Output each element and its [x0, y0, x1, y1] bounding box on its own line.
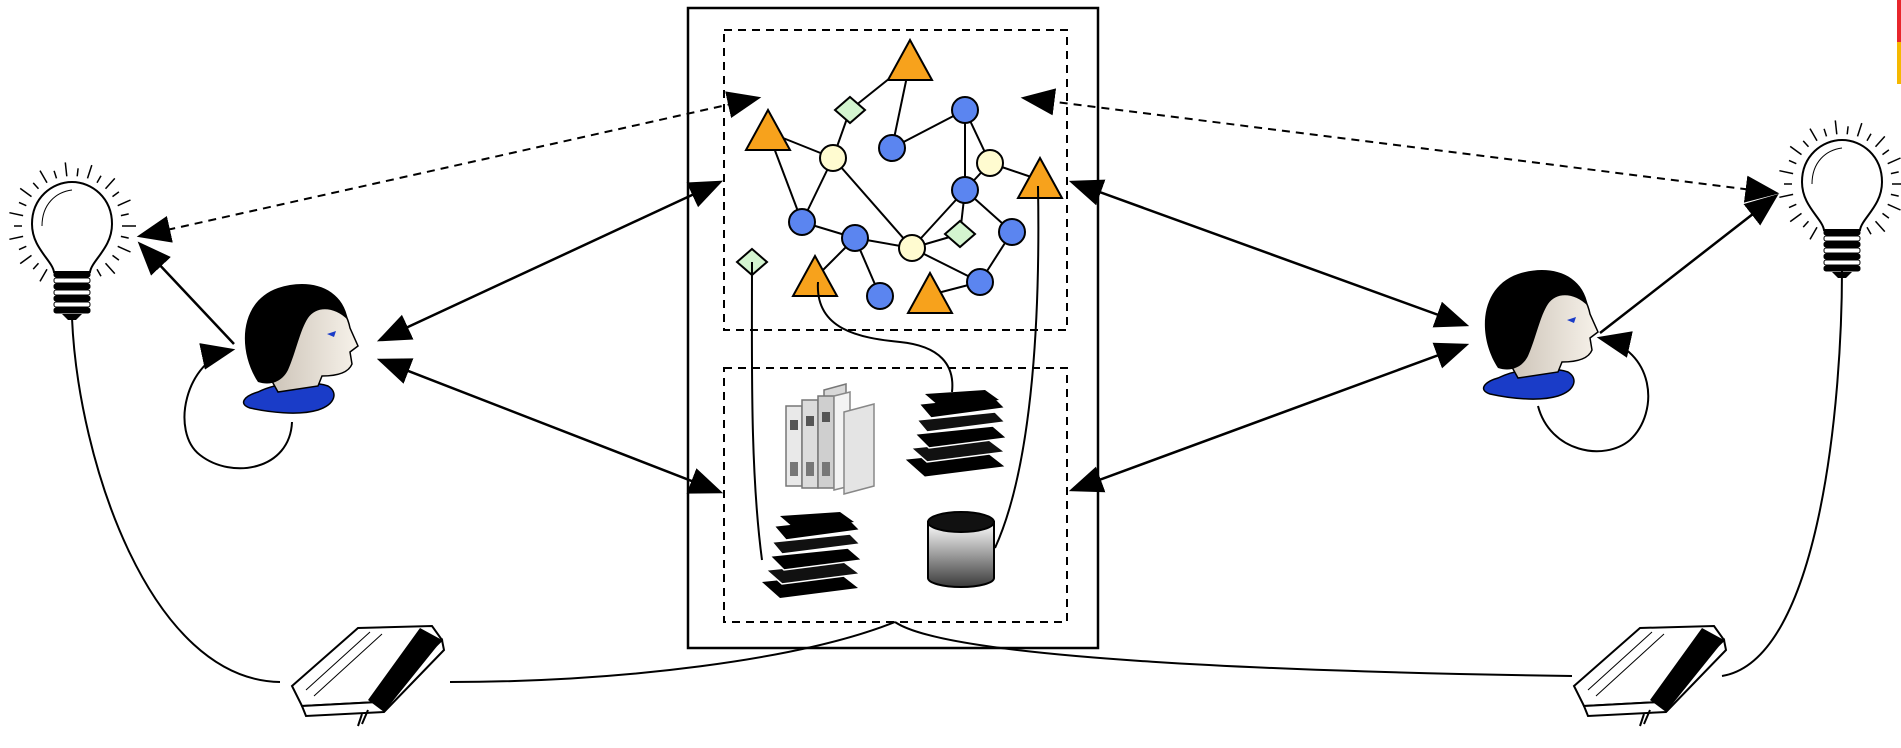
triangle-node: [791, 253, 839, 297]
database-cylinder-icon: [927, 511, 995, 588]
triangle-node: [744, 107, 792, 151]
book-icon: [1572, 624, 1728, 727]
blue-node: [998, 218, 1026, 246]
accent-strip: [1897, 0, 1901, 84]
paper-stack-icon: [905, 390, 1009, 477]
blue-node: [788, 208, 816, 236]
lightbulb-icon: [9, 162, 136, 320]
network-edge: [832, 157, 913, 249]
network-edges: [767, 61, 1041, 297]
book-connections: [71, 269, 1843, 683]
triangle-node: [886, 37, 934, 81]
cream-node: [898, 234, 926, 262]
person-head-icon: [1482, 269, 1599, 400]
person-head-icon: [242, 283, 359, 414]
diamond-node: [833, 95, 867, 125]
triangle-node: [1016, 155, 1064, 199]
blue-node: [966, 268, 994, 296]
binders-icon: [785, 383, 875, 495]
blue-node: [951, 176, 979, 204]
paper-stack-icon: [762, 512, 864, 598]
network-nodes: [735, 37, 1064, 314]
triangle-node: [906, 270, 954, 314]
blue-node: [878, 134, 906, 162]
book-icon: [290, 624, 446, 727]
dashed-arrows: [136, 88, 1780, 243]
blue-node: [841, 224, 869, 252]
cream-node: [976, 149, 1004, 177]
blue-node: [866, 282, 894, 310]
lightbulb-icon: [1779, 120, 1901, 278]
document-store-region: [723, 367, 1068, 623]
relationship-arrows: [137, 179, 1779, 494]
internal-connectors: [750, 185, 1040, 561]
self-loop-arrows: [183, 331, 1650, 470]
diamond-node: [943, 219, 977, 249]
cream-node: [819, 144, 847, 172]
blue-node: [951, 96, 979, 124]
